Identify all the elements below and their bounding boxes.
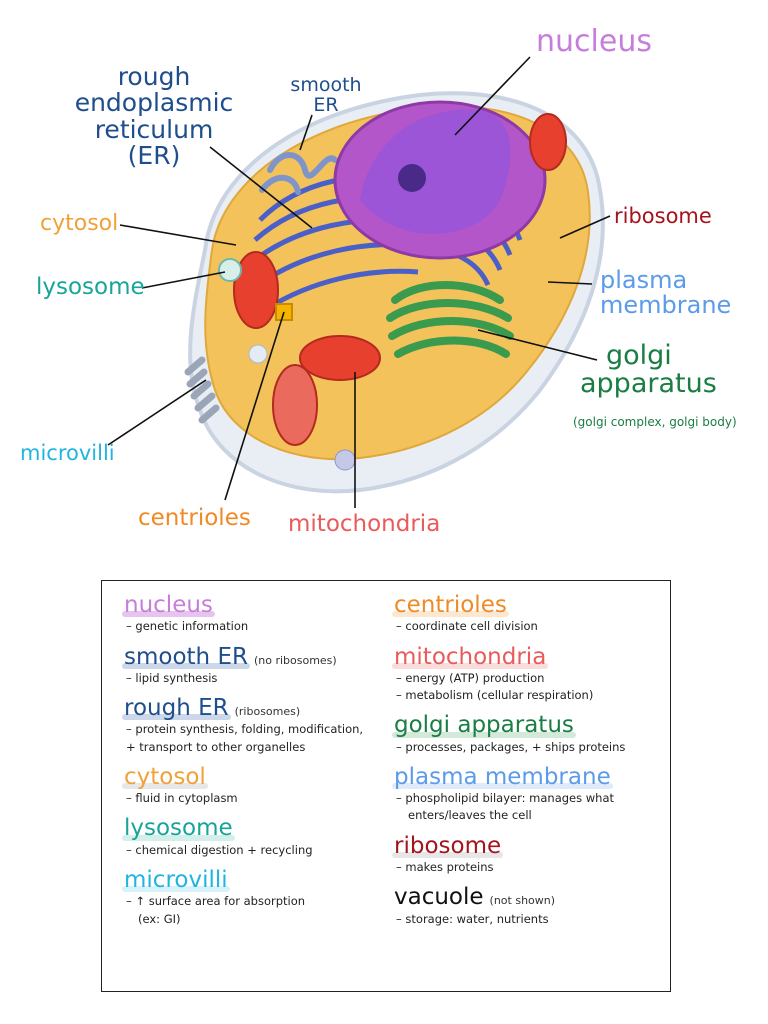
key-entry-centrioles: centrioles – coordinate cell division xyxy=(392,592,664,636)
microvilli-shape xyxy=(184,356,220,424)
key-title-centrioles: centrioles xyxy=(392,592,509,618)
label-rough-er-line-3: reticulum xyxy=(94,114,214,144)
key-line: – coordinate cell division xyxy=(396,619,538,634)
label-golgi-sub: (golgi complex, golgi body) xyxy=(573,415,737,429)
key-title-text: vacuole xyxy=(394,884,484,911)
key-note: (not shown) xyxy=(489,894,556,908)
label-plasma-membrane: plasma membrane xyxy=(600,266,732,320)
key-entry-ribosome: ribosome – makes proteins xyxy=(392,832,664,877)
key-title-text: ribosome xyxy=(394,832,502,859)
key-line: enters/leaves the cell xyxy=(408,808,532,823)
key-title-text: lysosome xyxy=(124,815,233,842)
key-entry-nucleus: nucleus – genetic information xyxy=(122,592,394,636)
label-ribosome: ribosome xyxy=(614,204,712,228)
organelle-key: nucleus – genetic information smooth ER … xyxy=(101,580,671,992)
key-line: (ex: GI) xyxy=(138,911,181,926)
key-title-text: golgi apparatus xyxy=(394,712,574,739)
key-title-microvilli: microvilli xyxy=(122,866,230,893)
key-entry-lysosome: lysosome – chemical digestion + recyclin… xyxy=(122,815,394,859)
key-line: – protein synthesis, folding, modificati… xyxy=(126,722,364,737)
key-line: – ↑ surface area for absorption xyxy=(126,894,306,909)
label-golgi-line-2: apparatus xyxy=(580,368,717,400)
key-title-text: rough ER xyxy=(124,695,229,722)
nucleus-cut xyxy=(360,109,511,234)
key-line: – metabolism (cellular respiration) xyxy=(396,688,594,703)
cell-illustration xyxy=(107,56,611,508)
key-entry-mitochondria: mitochondria – energy (ATP) production –… xyxy=(392,643,664,705)
key-line: – chemical digestion + recycling xyxy=(126,842,313,857)
key-title-text: smooth ER xyxy=(124,643,248,670)
key-entry-smooth-er: smooth ER (no ribosomes) – lipid synthes… xyxy=(122,643,394,688)
key-entry-microvilli: microvilli – ↑ surface area for absorpti… xyxy=(122,866,394,928)
label-smooth-er-line-2: ER xyxy=(313,93,339,116)
label-rough-er: rough endoplasmic reticulum (ER) xyxy=(66,62,242,170)
key-title-vacuole: vacuole xyxy=(394,885,484,910)
key-line: + transport to other organelles xyxy=(126,739,306,754)
label-smooth-er: smooth ER xyxy=(284,74,368,116)
label-golgi: golgi apparatus xyxy=(580,340,717,399)
label-golgi-line-1: golgi xyxy=(606,340,672,371)
key-title-mitochondria: mitochondria xyxy=(392,643,549,670)
label-smooth-er-line-1: smooth xyxy=(290,74,362,96)
label-plasma-membrane-line-2: membrane xyxy=(600,291,732,320)
key-title-ribosome: ribosome xyxy=(392,832,504,859)
key-title-text: centrioles xyxy=(394,592,507,618)
key-entry-cytosol: cytosol – fluid in cytoplasm xyxy=(122,763,394,808)
key-note: (no ribosomes) xyxy=(253,653,337,667)
key-title-plasma-membrane: plasma membrane xyxy=(392,763,613,790)
key-entry-rough-er: rough ER (ribosomes) – protein synthesis… xyxy=(122,695,394,756)
key-line: – energy (ATP) production xyxy=(396,670,545,685)
key-column-left: nucleus – genetic information smooth ER … xyxy=(122,592,394,937)
cell-diagram: rough endoplasmic reticulum (ER) smooth … xyxy=(20,24,737,537)
smooth-er-shape xyxy=(259,152,338,195)
key-entry-plasma-membrane: plasma membrane – phospholipid bilayer: … xyxy=(392,763,664,825)
label-rough-er-line-1: rough xyxy=(117,62,191,91)
mitochondria-shape xyxy=(233,113,567,446)
key-title-text: cytosol xyxy=(124,763,206,790)
key-title-nucleus: nucleus xyxy=(122,592,215,618)
label-nucleus: nucleus xyxy=(536,24,652,59)
key-line: – phospholipid bilayer: manages what xyxy=(396,791,615,806)
label-microvilli: microvilli xyxy=(20,441,115,465)
label-mitochondria: mitochondria xyxy=(288,511,441,537)
label-rough-er-line-2: endoplasmic xyxy=(74,88,234,118)
key-title-text: microvilli xyxy=(124,866,228,893)
key-entry-vacuole: vacuole (not shown) – storage: water, nu… xyxy=(394,885,664,928)
leader-lines xyxy=(107,56,611,508)
key-line: – fluid in cytoplasm xyxy=(126,791,238,806)
key-entry-golgi: golgi apparatus – processes, packages, +… xyxy=(392,712,664,756)
key-title-text: mitochondria xyxy=(394,643,547,670)
key-line: – storage: water, nutrients xyxy=(396,911,549,926)
label-plasma-membrane-line-1: plasma xyxy=(600,266,688,294)
key-title-text: nucleus xyxy=(124,592,213,618)
lysosome-shape xyxy=(218,258,242,282)
label-rough-er-line-4: (ER) xyxy=(127,140,181,170)
key-title-rough-er: rough ER xyxy=(122,695,231,722)
key-line: – makes proteins xyxy=(396,859,494,874)
key-title-lysosome: lysosome xyxy=(122,815,235,842)
key-title-golgi: golgi apparatus xyxy=(392,712,576,739)
key-line: – genetic information xyxy=(126,619,249,634)
key-line: – processes, packages, + ships proteins xyxy=(396,739,626,754)
golgi-shape xyxy=(386,281,514,358)
key-line: – lipid synthesis xyxy=(126,670,218,685)
label-cytosol: cytosol xyxy=(40,211,119,236)
label-centrioles: centrioles xyxy=(138,505,251,531)
key-title-smooth-er: smooth ER xyxy=(122,643,250,670)
label-lysosome: lysosome xyxy=(36,274,145,300)
key-note: (ribosomes) xyxy=(234,705,301,719)
key-title-text: plasma membrane xyxy=(394,763,611,790)
key-title-cytosol: cytosol xyxy=(122,763,208,790)
key-column-right: centrioles – coordinate cell division mi… xyxy=(392,592,664,937)
nucleolus xyxy=(398,164,426,192)
